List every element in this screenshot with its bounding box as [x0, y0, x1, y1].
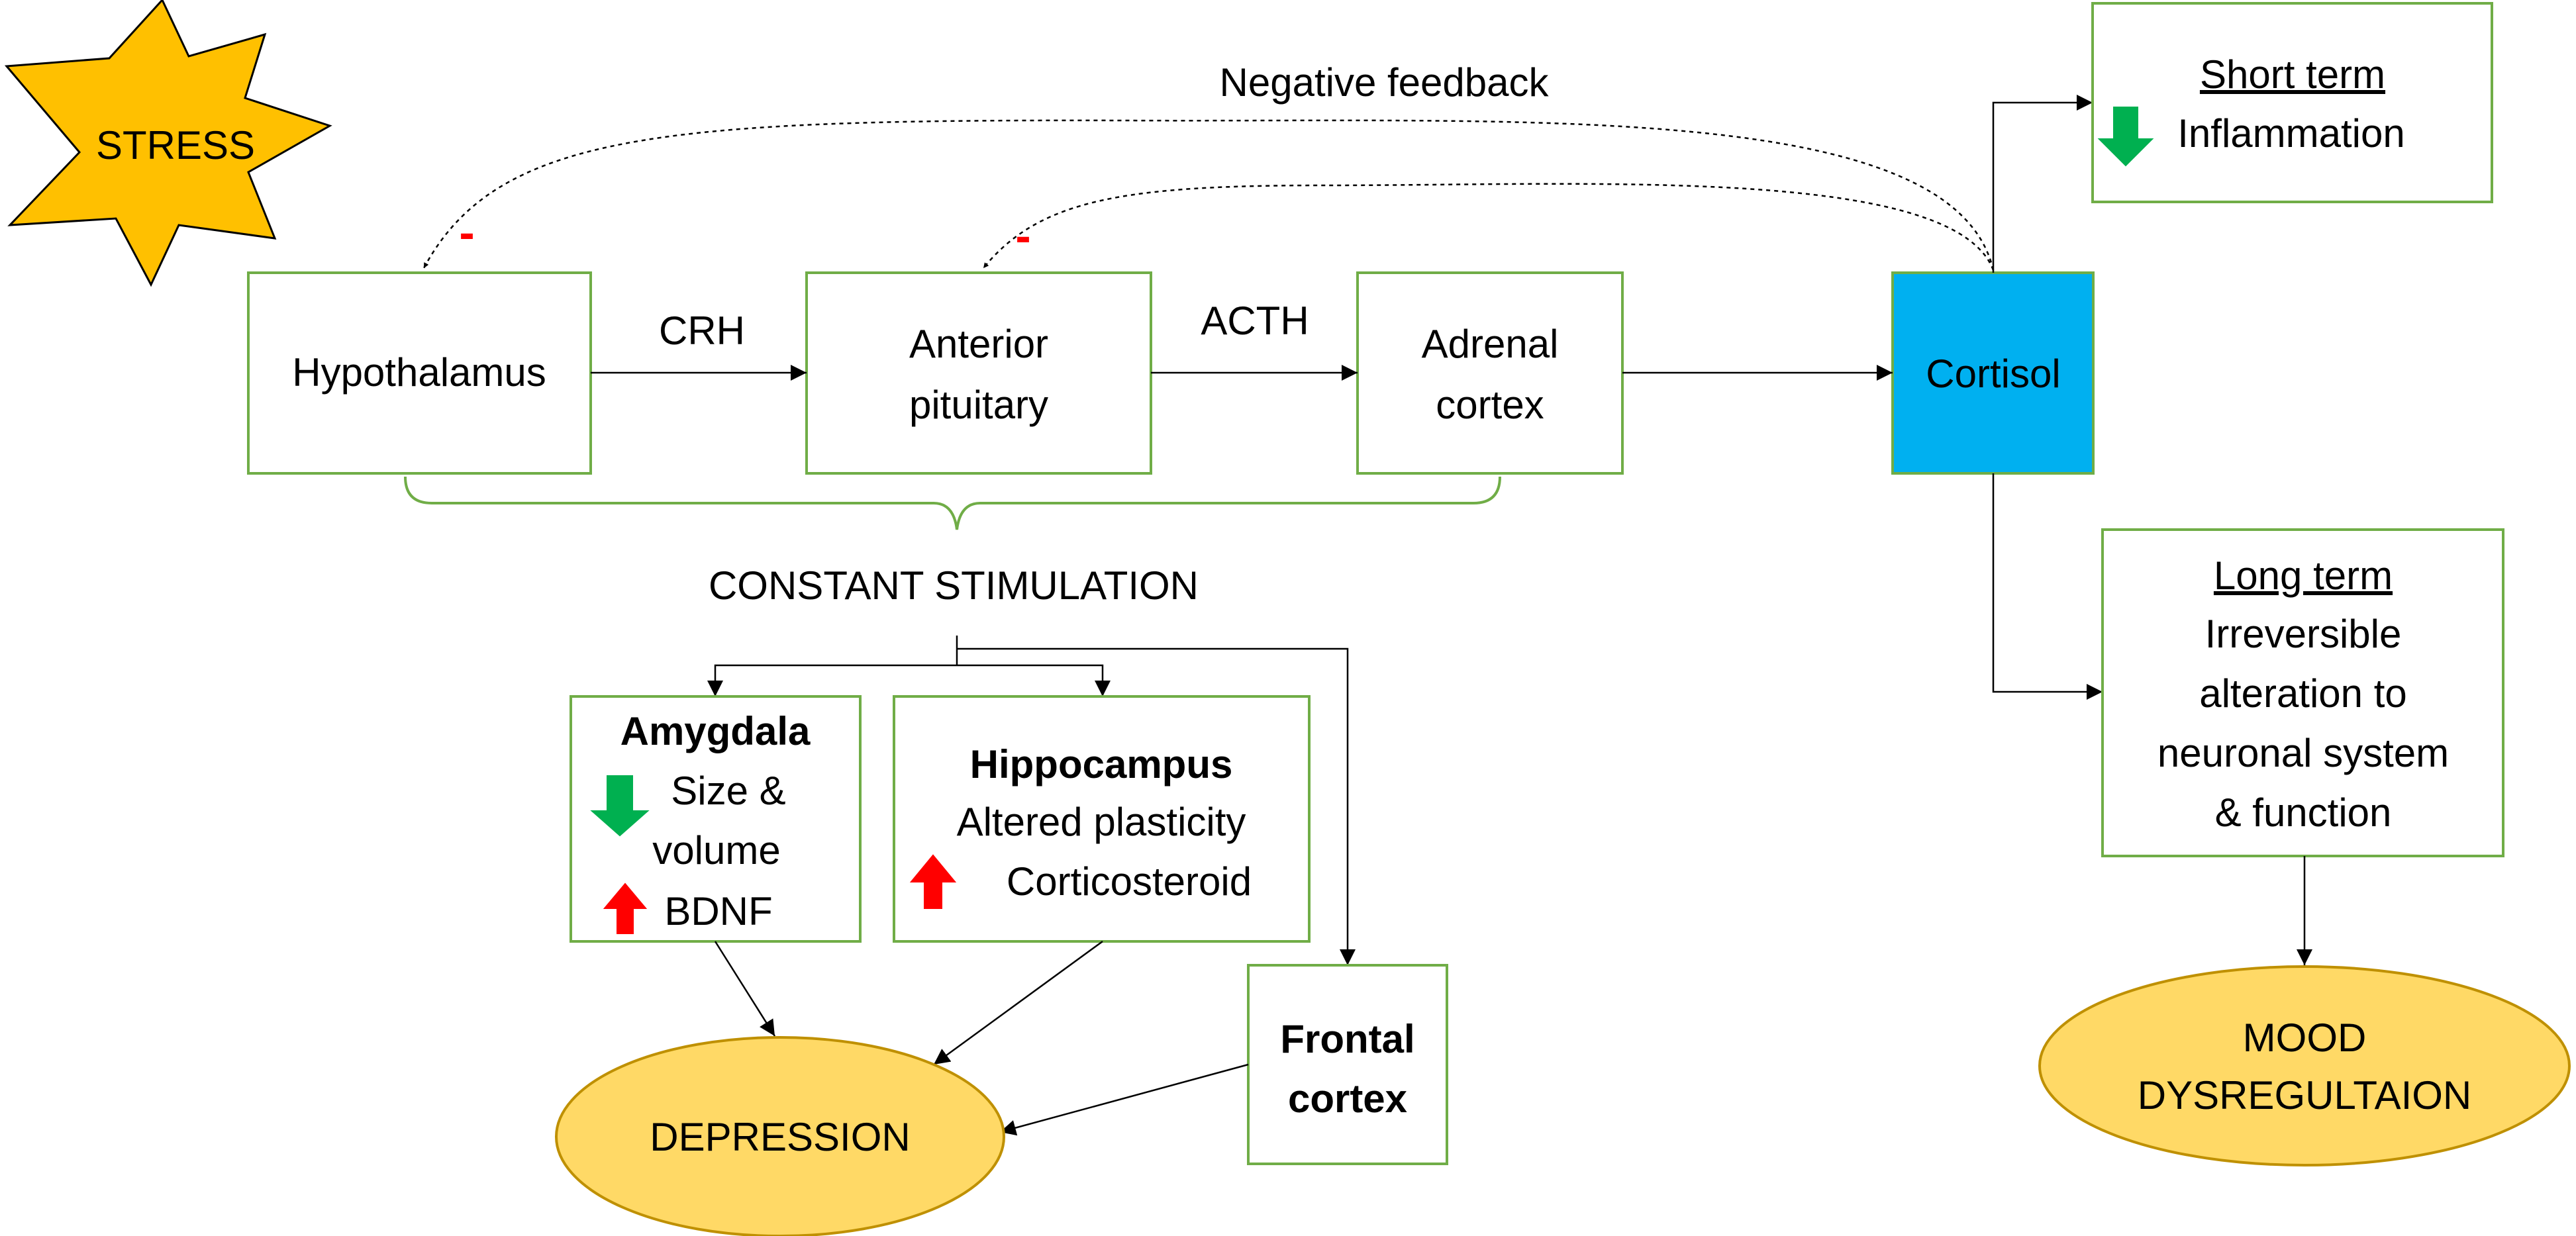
anterior-pituitary-label-1: Anterior — [909, 322, 1048, 366]
branch-to-hippocampus — [957, 664, 1111, 696]
arrow-cortisol-to-long-term — [1992, 473, 2103, 700]
mood-label-1: MOOD — [2243, 1016, 2367, 1060]
long-term-line-2: alteration to — [2199, 671, 2407, 716]
amygdala-down-line-2: volume — [652, 828, 780, 873]
amygdala-up-label: BDNF — [664, 889, 772, 933]
mood-dysregulation-ellipse — [2038, 965, 2571, 1166]
arrow-frontal-to-depression — [999, 1063, 1249, 1136]
mood-label-2: DYSREGULTAION — [2138, 1073, 2472, 1117]
minus-sign-pituitary: - — [1015, 210, 1030, 261]
negative-feedback-label: Negative feedback — [1220, 60, 1550, 105]
depression-label: DEPRESSION — [650, 1115, 910, 1159]
short-term-down-arrow-icon — [2097, 107, 2154, 167]
long-term-box — [2101, 528, 2504, 857]
short-term-box — [2091, 2, 2493, 203]
cortisol-label: Cortisol — [1926, 352, 2060, 396]
constant-stimulation-label: CONSTANT STIMULATION — [709, 563, 1199, 608]
amygdala-title: Amygdala — [620, 709, 811, 753]
long-term-line-3: neuronal system — [2157, 731, 2449, 775]
branch-to-frontal-cortex — [957, 647, 1356, 965]
frontal-cortex-label-1: Frontal — [1280, 1017, 1414, 1061]
frontal-cortex-box — [1247, 964, 1448, 1165]
hippocampus-line: Altered plasticity — [957, 800, 1246, 844]
arrow-cortisol-to-short-term — [1992, 95, 2093, 273]
short-term-item: Inflammation — [2177, 111, 2404, 156]
adrenal-cortex-box — [1356, 271, 1624, 475]
stress-label: STRESS — [96, 123, 255, 167]
short-term-title: Short term — [2200, 52, 2385, 97]
stress-starburst — [4, 0, 332, 287]
frontal-cortex-label-2: cortex — [1288, 1076, 1407, 1121]
feedback-arrow-pituitary — [983, 183, 1995, 271]
depression-ellipse — [555, 1036, 1005, 1236]
hippocampus-box — [893, 695, 1311, 943]
long-term-line-1: Irreversible — [2205, 612, 2402, 656]
hypothalamus-label: Hypothalamus — [292, 350, 546, 395]
amygdala-up-arrow-icon — [603, 882, 648, 934]
feedback-arrow-hypothalamus — [422, 119, 1995, 271]
branch-to-amygdala — [707, 664, 957, 696]
anterior-pituitary-label-2: pituitary — [909, 383, 1048, 427]
arrow-hippocampus-to-depression — [933, 940, 1103, 1066]
amygdala-down-line-1: Size & — [671, 769, 785, 813]
hippocampus-title: Hippocampus — [970, 742, 1233, 786]
anterior-pituitary-box — [805, 271, 1152, 475]
hypothalamus-box — [247, 271, 592, 475]
long-term-title: Long term — [2214, 553, 2393, 598]
adrenal-cortex-label-2: cortex — [1436, 383, 1544, 427]
hippocampus-up-arrow-icon — [909, 854, 957, 909]
hippocampus-up-label: Corticosteroid — [1007, 859, 1252, 904]
amygdala-down-arrow-icon — [590, 775, 650, 837]
acth-label: ACTH — [1201, 299, 1309, 343]
adrenal-cortex-label-1: Adrenal — [1422, 322, 1559, 366]
long-term-line-4: & function — [2215, 790, 2392, 835]
minus-sign-hypothalamus: - — [459, 207, 474, 258]
arrow-amygdala-to-depression — [714, 941, 776, 1037]
constant-stimulation-brace — [404, 476, 1501, 530]
crh-label: CRH — [659, 309, 745, 353]
